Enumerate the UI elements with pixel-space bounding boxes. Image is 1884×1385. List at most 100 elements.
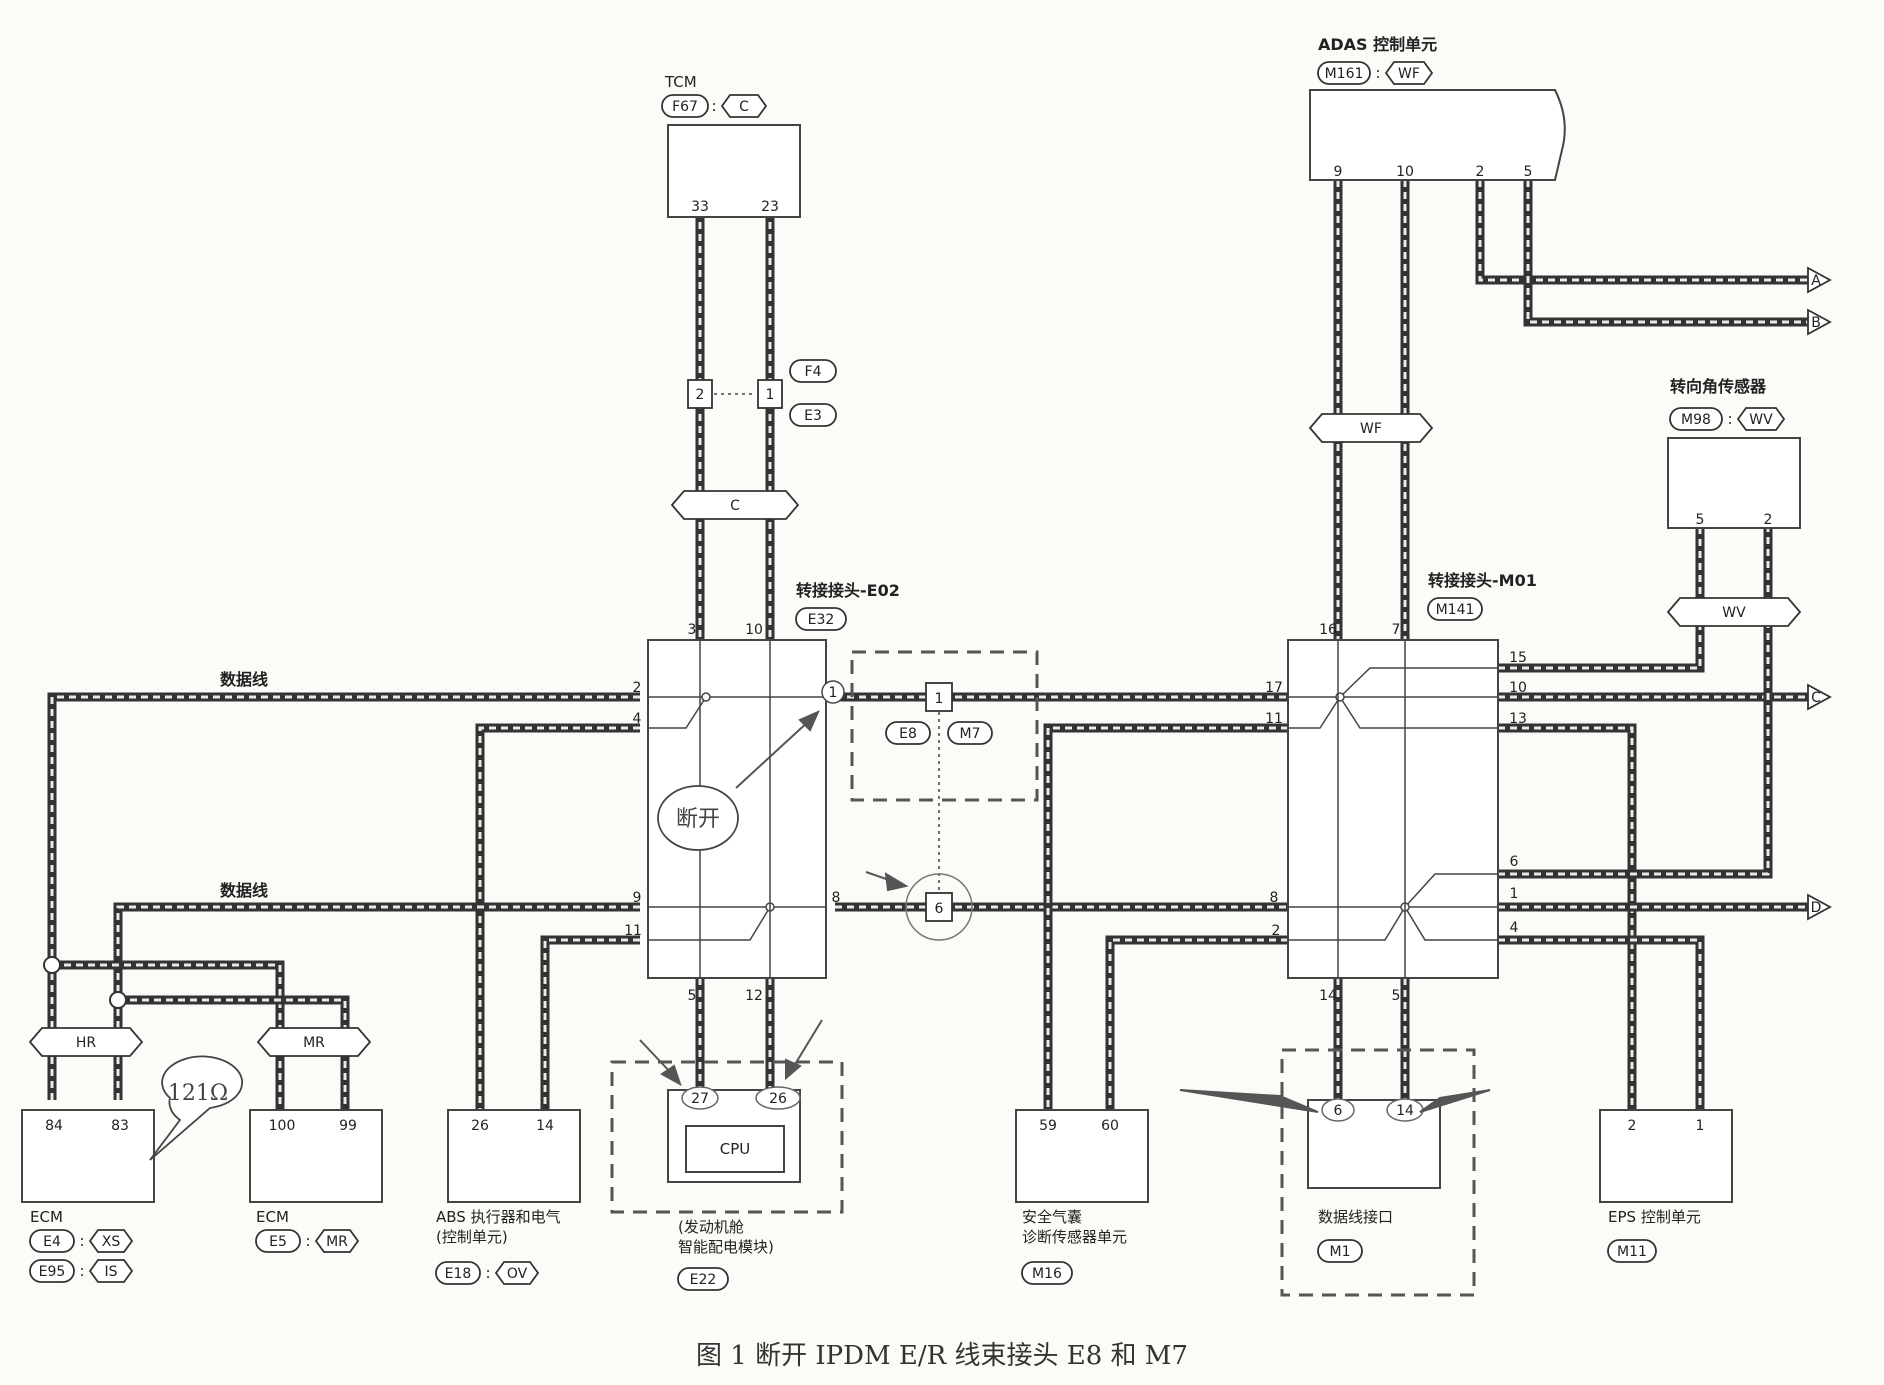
disconnect-callout: 断开 [657,710,909,892]
svg-text:8: 8 [832,890,841,906]
steering-sensor-module: 转向角传感器 M98 : WV 5 2 [1667,377,1801,529]
svg-text:E5: E5 [269,1234,287,1250]
svg-text:3: 3 [688,622,697,638]
svg-text:83: 83 [111,1118,129,1134]
tcm-pin-23: 23 [761,199,779,215]
svg-text:59: 59 [1039,1118,1057,1134]
svg-text:5: 5 [1392,988,1401,1004]
wires [47,180,1808,1110]
abs-name-line1: ABS 执行器和电气 [436,1208,561,1226]
wire-m01-13-eps [1498,723,1637,1110]
connector-e8-m7: 1 E8 M7 6 [850,650,1039,941]
svg-text:4: 4 [1510,920,1519,936]
svg-text::: : [711,97,716,115]
wire-m01-4-eps [1498,935,1705,1110]
svg-text:5: 5 [1524,164,1533,180]
svg-text:HR: HR [76,1035,97,1051]
svg-text:15: 15 [1509,650,1527,666]
connector-f4e3-pin-2 [687,379,713,409]
wire-e02-4-abs [475,723,640,1110]
svg-text:1: 1 [766,387,775,403]
connector-e8-code: E8 [899,726,917,742]
svg-text:16: 16 [1319,622,1337,638]
ipdm-name-line1: (发动机舱 [678,1218,744,1236]
airbag-name-line1: 安全气囊 [1022,1208,1082,1226]
harness-tag-c: C [670,490,800,520]
svg-text:12: 12 [745,988,763,1004]
connector-f4e3-pin-1 [757,379,783,409]
svg-text:5: 5 [688,988,697,1004]
svg-text:6: 6 [935,901,944,917]
svg-text:27: 27 [691,1091,709,1107]
svg-text:100: 100 [269,1118,296,1134]
connector-m7-code: M7 [960,726,981,742]
ipdm-name-line2: 智能配电模块) [678,1238,774,1256]
adas-connector-code: M161 [1325,66,1364,82]
junction-m01-code: M141 [1436,602,1475,618]
resistance-callout: 121Ω [149,1055,243,1161]
svg-text:E4: E4 [43,1234,61,1250]
wire-m01-15-steer [1498,528,1705,673]
svg-text:11: 11 [1265,711,1283,727]
ipdm-module: 27 26 CPU (发动机舱 智能配电模块) E22 [610,1019,844,1291]
resistance-label: 121Ω [168,1081,228,1106]
junction-e02-pin-1-highlight [821,680,845,704]
svg-text:99: 99 [339,1118,357,1134]
junction-m01: 转接接头-M01 M141 16 7 17 11 15 10 13 6 8 2 … [1265,571,1537,1004]
ecm2-name: ECM [256,1208,289,1226]
svg-text::: : [1375,64,1380,82]
svg-text:1: 1 [935,691,944,707]
ecm2-box [249,1109,383,1203]
eps-module: 2 1 EPS 控制单元 M11 [1599,1109,1733,1263]
svg-text:2: 2 [1476,164,1485,180]
svg-text:WF: WF [1360,421,1382,437]
svg-text:14: 14 [1396,1103,1414,1119]
tcm-harness-tag [720,94,768,118]
airbag-code: M16 [1032,1266,1062,1282]
junction-e02-code: E32 [808,612,835,628]
svg-text:10: 10 [1396,164,1414,180]
tcm-module: TCM F67 : C 33 23 [661,73,801,218]
ipdm-cpu-label: CPU [720,1140,751,1158]
svg-text:26: 26 [471,1118,489,1134]
wire-m01-11-airbag [1043,723,1288,1110]
svg-text:11: 11 [624,923,642,939]
tcm-connector-code: F67 [672,99,698,115]
svg-text:6: 6 [1334,1103,1343,1119]
svg-text:1: 1 [829,685,838,701]
airbag-module: 59 60 安全气囊 诊断传感器单元 M16 [1015,1109,1149,1285]
ecm1-box [21,1109,155,1203]
connector-f4-e3: 2 1 F4 E3 [687,359,837,427]
connector-e8m7-pin-6 [925,892,953,922]
wire-e02-11-abs [540,935,640,1110]
tcm-harness-code: C [739,99,749,115]
abs-name-line2: (控制单元) [436,1228,508,1246]
svg-text:MR: MR [303,1035,325,1051]
off-page-a: A [1807,266,1832,294]
svg-text:B: B [1811,315,1821,331]
svg-text:14: 14 [536,1118,554,1134]
svg-text:2: 2 [1272,923,1281,939]
svg-text:D: D [1811,900,1822,916]
tcm-name: TCM [664,73,697,91]
svg-text:A: A [1811,273,1821,289]
svg-text:C: C [1811,690,1821,706]
dlc-name: 数据线接口 [1318,1208,1393,1226]
ecm1-name: ECM [30,1208,63,1226]
off-page-d: D [1807,893,1832,921]
svg-text:9: 9 [1334,164,1343,180]
steering-box [1667,437,1801,529]
figure-caption: 图 1 断开 IPDM E/R 线束接头 E8 和 M7 [696,1341,1188,1371]
connector-e3-code: E3 [804,408,822,424]
ecm2-module: 100 99 ECM E5 : MR [249,1109,383,1253]
eps-name: EPS 控制单元 [1608,1208,1701,1226]
svg-text:E18: E18 [445,1266,472,1282]
svg-text:7: 7 [1392,622,1401,638]
svg-text:2: 2 [633,680,642,696]
svg-text::: : [485,1264,490,1282]
svg-text:XS: XS [102,1234,121,1250]
connector-f4-code: F4 [805,364,822,380]
svg-text:10: 10 [745,622,763,638]
wire-label-lower: 数据线 [220,881,268,900]
svg-text:2: 2 [1628,1118,1637,1134]
